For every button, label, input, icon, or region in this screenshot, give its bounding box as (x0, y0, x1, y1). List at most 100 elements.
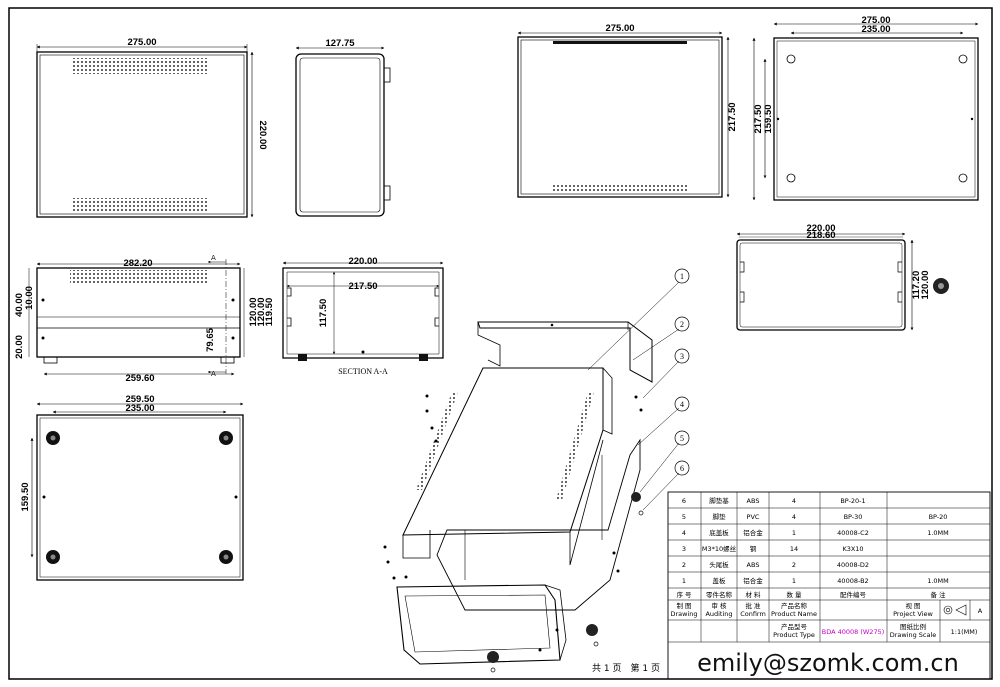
bom-cell-name: 脚垫 (713, 512, 727, 521)
svg-text:产品名称: 产品名称 (781, 601, 808, 610)
top-width-dim: 275.00 (605, 23, 634, 34)
bom-cell-code: 40008-D2 (837, 561, 869, 569)
end-height-outer-dim: 117.20 (911, 271, 922, 300)
rear-view: 275.00 235.00 217.50 159.50 (752, 15, 979, 201)
svg-text:备 注: 备 注 (930, 590, 946, 599)
front-view: 275.00 220.00 (36, 37, 268, 218)
balloon-1: 1 (674, 268, 690, 284)
end-width-inner-dim: 218.60 (806, 230, 835, 241)
sheet-border (8, 7, 993, 680)
view-letter: A (978, 607, 983, 615)
bom-cell-code: BP-20-1 (840, 497, 865, 505)
side-79-dim: 79.65 (205, 327, 216, 351)
svg-text:1: 1 (680, 272, 684, 281)
svg-text:材 料: 材 料 (745, 590, 761, 599)
end-height-inner-dim: 120.00 (920, 270, 931, 299)
bottom-width-inner-dim: 235.00 (125, 403, 154, 414)
end-panel-view: 220.00 218.60 117.20 120.00 (736, 223, 949, 331)
svg-text:Auditing: Auditing (705, 610, 732, 618)
bom-cell-material: ABS (747, 561, 760, 569)
side-length-inner-dim: 259.60 (125, 373, 154, 384)
bom-cell-no: 4 (682, 529, 686, 537)
balloon-5: 5 (674, 430, 690, 446)
side-depth-dim: 127.75 (325, 38, 355, 49)
bom-cell-no: 3 (682, 545, 686, 553)
balloon-6: 6 (674, 460, 690, 476)
rear-width-outer-dim: 275.00 (861, 15, 890, 26)
bom-cell-qty: 1 (792, 529, 796, 537)
svg-text:批 准: 批 准 (745, 601, 761, 610)
bom-cell-material: 铝合金 (743, 528, 763, 537)
side-right-120-dim: 120.00 (248, 297, 259, 326)
side-left-10-dim: 10.00 (24, 286, 35, 310)
svg-text:6: 6 (680, 464, 684, 473)
section-caption: SECTION A-A (338, 367, 388, 376)
bom-cell-no: 1 (682, 577, 686, 585)
bom-cell-qty: 1 (792, 577, 796, 585)
end-width-outer-dim: 220.00 (806, 223, 835, 234)
side-right-119-dim: 119.50 (264, 298, 275, 327)
svg-text:图纸比例: 图纸比例 (900, 622, 926, 631)
bom-cell-name: M3*10螺丝 (702, 544, 737, 553)
contact-email: emily@szomk.com.cn (697, 649, 959, 677)
svg-text:Project View: Project View (893, 610, 933, 618)
bom-cell-material: PVC (747, 513, 760, 521)
bom-cell-code: 40008-B2 (837, 577, 868, 585)
scale-value: 1:1(MM) (951, 628, 978, 636)
bom-cell-material: ABS (747, 497, 760, 505)
svg-text:Drawing: Drawing (670, 610, 697, 618)
section-marker-top: A (211, 254, 216, 262)
side-left-20-dim: 20.00 (14, 335, 25, 359)
product-type-value: BDA 40008 (W275) (822, 628, 885, 636)
section-height-dim: 117.50 (318, 299, 329, 328)
side-view: 127.75 (295, 38, 391, 217)
side-right-120b-dim: 120.00 (256, 297, 267, 326)
rear-width-inner-dim: 235.00 (861, 24, 890, 35)
rear-height-inner-dim: 159.50 (763, 104, 774, 133)
bom-cell-qty: 4 (792, 497, 796, 505)
bom-cell-name: 头尾板 (709, 560, 729, 569)
projection-symbol-icon (943, 604, 967, 616)
section-width-inner-dim: 217.50 (348, 281, 377, 292)
part-balloons: 1 2 3 4 5 6 (587, 268, 690, 511)
rear-height-outer-dim: 217.50 (753, 104, 764, 133)
title-block: 制 图 Drawing 审 核 Auditing 批 准 Confirm 产品名… (670, 601, 982, 639)
bom-cell-note: 1.0MM (927, 529, 949, 537)
side-left-40-dim: 40.00 (14, 293, 25, 317)
bottom-height-dim: 159.50 (20, 482, 31, 511)
front-height-dim: 220.00 (257, 120, 268, 149)
front-width-dim: 275.00 (127, 37, 156, 48)
balloon-3: 3 (674, 348, 690, 364)
bom-cell-qty: 4 (792, 513, 796, 521)
svg-text:零件名称: 零件名称 (706, 590, 733, 599)
svg-text:产品型号: 产品型号 (781, 622, 808, 631)
svg-text:Drawing Scale: Drawing Scale (890, 631, 937, 639)
bom-cell-note: 1.0MM (927, 577, 949, 585)
page-info: 共 1 页 第 1 页 (592, 662, 660, 674)
svg-text:Product Name: Product Name (771, 610, 817, 618)
balloon-2: 2 (674, 316, 690, 332)
svg-text:数 量: 数 量 (786, 590, 802, 599)
bottom-view: 259.50 235.00 159.50 (20, 394, 244, 581)
bom-cell-code: K3X10 (842, 545, 863, 553)
svg-text:序 号: 序 号 (676, 590, 692, 599)
bom-header: 序 号 零件名称 材 料 数 量 配件编号 备 注 (676, 590, 946, 599)
section-aa-view: 220.00 217.50 117.50 SECTION A-A (282, 256, 444, 376)
svg-text:2: 2 (680, 320, 684, 329)
bom-cell-code: 40008-C2 (837, 529, 869, 537)
side-length-dim: 282.20 (123, 258, 152, 269)
bom-cell-no: 5 (682, 513, 686, 521)
svg-text:制 图: 制 图 (676, 601, 691, 610)
svg-text:配件编号: 配件编号 (840, 590, 867, 599)
bom-cell-material: 铝合金 (743, 576, 763, 585)
bom-cell-qty: 14 (790, 545, 798, 553)
side-elevation-view: A A 282.20 259.60 40.00 10.00 20.00 79.6… (14, 254, 275, 384)
bom-cell-no: 2 (682, 561, 686, 569)
